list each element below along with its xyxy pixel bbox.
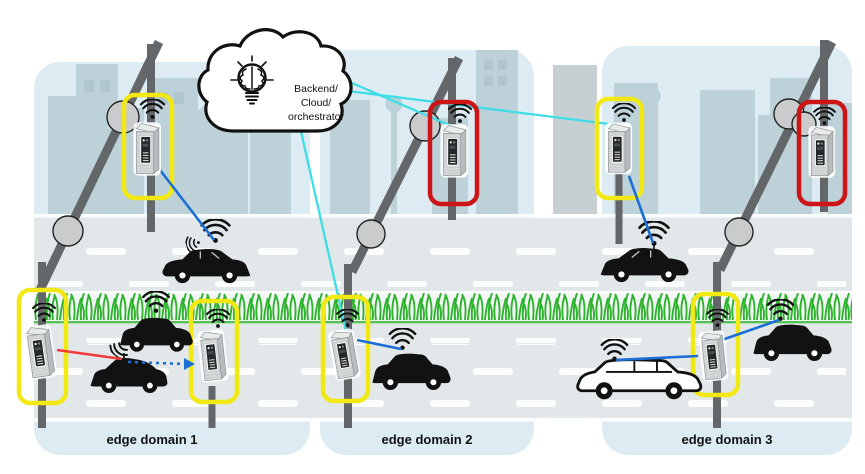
pole-joint	[52, 215, 84, 247]
v2i-link	[158, 169, 216, 241]
v2i-link	[718, 318, 780, 343]
arrow-head-icon	[184, 358, 195, 370]
v2i-link	[615, 354, 699, 362]
domain3-label: edge domain 3	[681, 432, 772, 447]
lamppost	[645, 88, 661, 214]
car-antenna-dot	[121, 357, 127, 363]
alert-link	[56, 348, 123, 361]
lane-dashes	[40, 248, 846, 255]
pole-joint	[356, 219, 386, 249]
highlight-box-red	[796, 99, 848, 207]
backend-cloud: Backend/ Cloud/ orchestrator	[197, 28, 353, 133]
edge-server-icon	[697, 329, 730, 383]
cloud-label-line2: Cloud/	[301, 97, 331, 109]
highlight-box-yellow	[188, 298, 240, 405]
lane-dashes	[40, 400, 846, 407]
vehicles	[90, 219, 832, 401]
cloud-shape	[197, 28, 353, 133]
brain-lightbulb-icon	[230, 55, 274, 105]
domain2-label: edge domain 2	[381, 432, 472, 447]
edge-server-icon	[605, 122, 633, 175]
highlight-box-yellow	[320, 294, 371, 404]
cloud-link-to-domain3	[339, 88, 618, 127]
highlight-box-yellow	[594, 96, 645, 201]
highlight-box-red	[427, 99, 480, 207]
domain1-label: edge domain 1	[106, 432, 197, 447]
v2i-link	[356, 338, 402, 351]
highlight-box-yellow	[690, 291, 741, 398]
highlight-box-yellow	[16, 287, 69, 406]
server-highlight-boxes	[16, 92, 848, 406]
cloud-label-line3: orchestrator	[288, 111, 345, 123]
edge-server-icon	[133, 121, 162, 177]
vehicle-links	[56, 169, 780, 370]
lane-dashes	[40, 338, 846, 345]
edge-server-icon	[440, 123, 469, 179]
handover-link-dotted	[127, 360, 185, 366]
edge-server-icon	[196, 328, 230, 384]
cloud-label-line1: Backend/	[294, 83, 338, 95]
highlight-box-yellow	[121, 92, 175, 201]
lane-dashes	[40, 281, 846, 288]
edge-server-icon	[808, 125, 836, 179]
v2i-link	[627, 175, 655, 244]
cloud-link-to-domain2-red	[344, 78, 457, 130]
pole-joint	[724, 217, 754, 247]
